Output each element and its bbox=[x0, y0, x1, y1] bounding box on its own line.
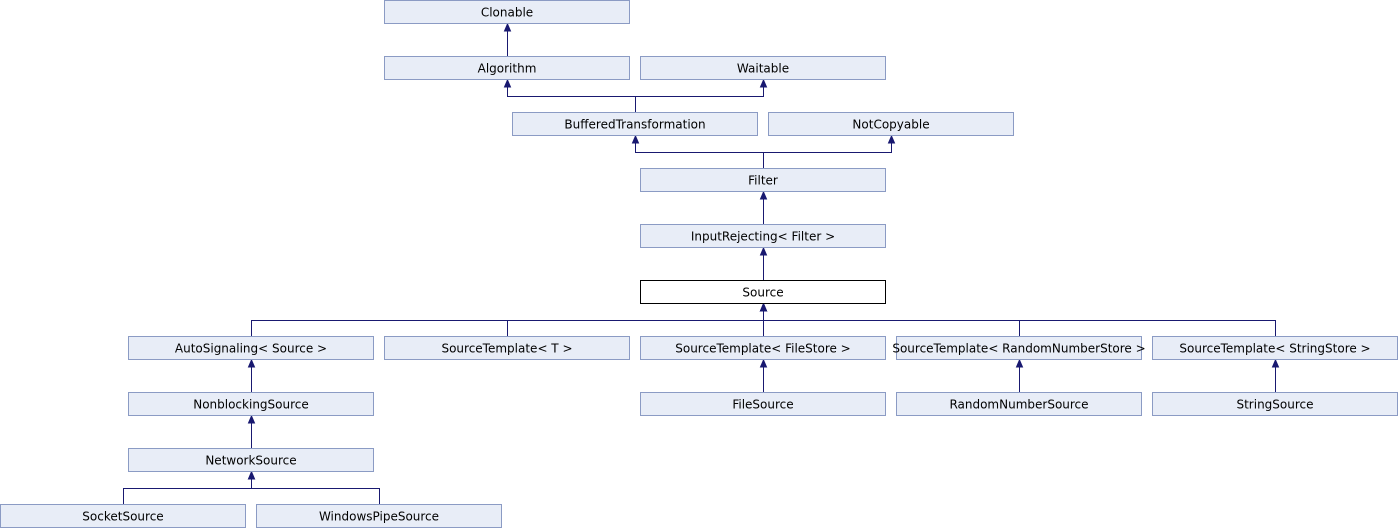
class-node-filesource[interactable]: FileSource bbox=[640, 392, 886, 416]
class-label: Algorithm bbox=[478, 62, 537, 76]
arrowhead bbox=[247, 470, 256, 480]
class-label: NonblockingSource bbox=[193, 398, 309, 412]
arrowhead bbox=[759, 358, 768, 368]
inheritance-edge-filter-to-bufferedtransformation bbox=[631, 134, 764, 168]
class-node-inputrejecting[interactable]: InputRejecting< Filter > bbox=[640, 224, 886, 248]
edges-layer bbox=[123, 22, 1280, 504]
inheritance-edge-bufferedtransformation-to-waitable bbox=[635, 78, 768, 112]
inheritance-edge-stringsource-to-sourcetemplate-stringstore bbox=[1271, 358, 1280, 392]
arrowhead bbox=[887, 134, 896, 144]
inheritance-edge-inputrejecting-to-filter bbox=[759, 190, 768, 224]
inheritance-edge-networksource-to-nonblockingsource bbox=[247, 414, 256, 448]
class-box bbox=[128, 448, 374, 472]
class-node-sourcetemplate-t[interactable]: SourceTemplate< T > bbox=[384, 336, 630, 360]
class-box bbox=[896, 392, 1142, 416]
inheritance-edge-source-to-inputrejecting bbox=[759, 246, 768, 280]
class-label: FileSource bbox=[732, 398, 793, 412]
inheritance-edge-filter-to-notcopyable bbox=[763, 134, 896, 168]
arrowhead bbox=[1015, 358, 1024, 368]
class-node-nonblockingsource[interactable]: NonblockingSource bbox=[128, 392, 374, 416]
arrowhead bbox=[759, 78, 768, 88]
arrowhead bbox=[247, 358, 256, 368]
class-label: SourceTemplate< StringStore > bbox=[1179, 342, 1370, 356]
arrowhead bbox=[1271, 358, 1280, 368]
inheritance-edge-windowspipesource-to-networksource bbox=[247, 470, 380, 504]
inheritance-edge-bufferedtransformation-to-algorithm bbox=[503, 78, 636, 112]
class-node-source: Source bbox=[640, 280, 886, 304]
class-label: RandomNumberSource bbox=[949, 398, 1088, 412]
arrowhead bbox=[247, 414, 256, 424]
class-node-sourcetemplate-randomnumberstore[interactable]: SourceTemplate< RandomNumberStore > bbox=[892, 336, 1146, 360]
class-node-notcopyable[interactable]: NotCopyable bbox=[768, 112, 1014, 136]
class-label: BufferedTransformation bbox=[564, 118, 705, 132]
arrowhead bbox=[503, 78, 512, 88]
class-label: InputRejecting< Filter > bbox=[691, 230, 835, 244]
class-box bbox=[640, 56, 886, 80]
class-node-networksource[interactable]: NetworkSource bbox=[128, 448, 374, 472]
class-node-filter[interactable]: Filter bbox=[640, 168, 886, 192]
class-label: Source bbox=[742, 286, 783, 300]
class-node-socketsource[interactable]: SocketSource bbox=[0, 504, 246, 528]
class-box bbox=[128, 392, 374, 416]
class-box bbox=[640, 280, 886, 304]
class-node-algorithm[interactable]: Algorithm bbox=[384, 56, 630, 80]
class-label: Filter bbox=[748, 174, 778, 188]
class-box bbox=[640, 392, 886, 416]
class-box bbox=[640, 168, 886, 192]
class-label: Waitable bbox=[737, 62, 789, 76]
class-box bbox=[768, 112, 1014, 136]
class-box bbox=[128, 336, 374, 360]
class-label: SocketSource bbox=[82, 510, 163, 524]
class-node-randomnumbersource[interactable]: RandomNumberSource bbox=[896, 392, 1142, 416]
class-label: NotCopyable bbox=[852, 118, 929, 132]
inheritance-edge-filesource-to-sourcetemplate-filestore bbox=[759, 358, 768, 392]
arrowhead bbox=[759, 302, 768, 312]
inheritance-edge-socketsource-to-networksource bbox=[123, 470, 256, 504]
inheritance-edge-algorithm-to-clonable bbox=[503, 22, 512, 56]
class-box bbox=[384, 336, 630, 360]
class-label: StringSource bbox=[1236, 398, 1313, 412]
class-node-waitable[interactable]: Waitable bbox=[640, 56, 886, 80]
class-node-autosignaling[interactable]: AutoSignaling< Source > bbox=[128, 336, 374, 360]
inheritance-edge-nonblockingsource-to-autosignaling bbox=[247, 358, 256, 392]
inheritance-edge-sourcetemplate-stringstore-to-source bbox=[759, 302, 1276, 336]
class-box bbox=[384, 0, 630, 24]
class-label: WindowsPipeSource bbox=[319, 510, 439, 524]
inheritance-edge-sourcetemplate-t-to-source bbox=[507, 302, 768, 336]
arrowhead bbox=[759, 246, 768, 256]
class-box bbox=[896, 336, 1142, 360]
class-box bbox=[640, 224, 886, 248]
class-label: SourceTemplate< RandomNumberStore > bbox=[892, 342, 1145, 356]
class-node-stringsource[interactable]: StringSource bbox=[1152, 392, 1398, 416]
arrowhead bbox=[631, 134, 640, 144]
class-box bbox=[512, 112, 758, 136]
arrowhead bbox=[503, 22, 512, 32]
class-node-clonable[interactable]: Clonable bbox=[384, 0, 630, 24]
class-label: NetworkSource bbox=[205, 454, 296, 468]
class-node-windowspipesource[interactable]: WindowsPipeSource bbox=[256, 504, 502, 528]
class-node-sourcetemplate-filestore[interactable]: SourceTemplate< FileStore > bbox=[640, 336, 886, 360]
inheritance-edge-randomnumbersource-to-sourcetemplate-randomnumberstore bbox=[1015, 358, 1024, 392]
class-box bbox=[640, 336, 886, 360]
class-label: SourceTemplate< FileStore > bbox=[675, 342, 851, 356]
class-box bbox=[384, 56, 630, 80]
class-node-bufferedtransformation[interactable]: BufferedTransformation bbox=[512, 112, 758, 136]
class-label: AutoSignaling< Source > bbox=[175, 342, 327, 356]
class-label: Clonable bbox=[481, 6, 533, 20]
class-label: SourceTemplate< T > bbox=[441, 342, 572, 356]
arrowhead bbox=[759, 190, 768, 200]
class-node-sourcetemplate-stringstore[interactable]: SourceTemplate< StringStore > bbox=[1152, 336, 1398, 360]
